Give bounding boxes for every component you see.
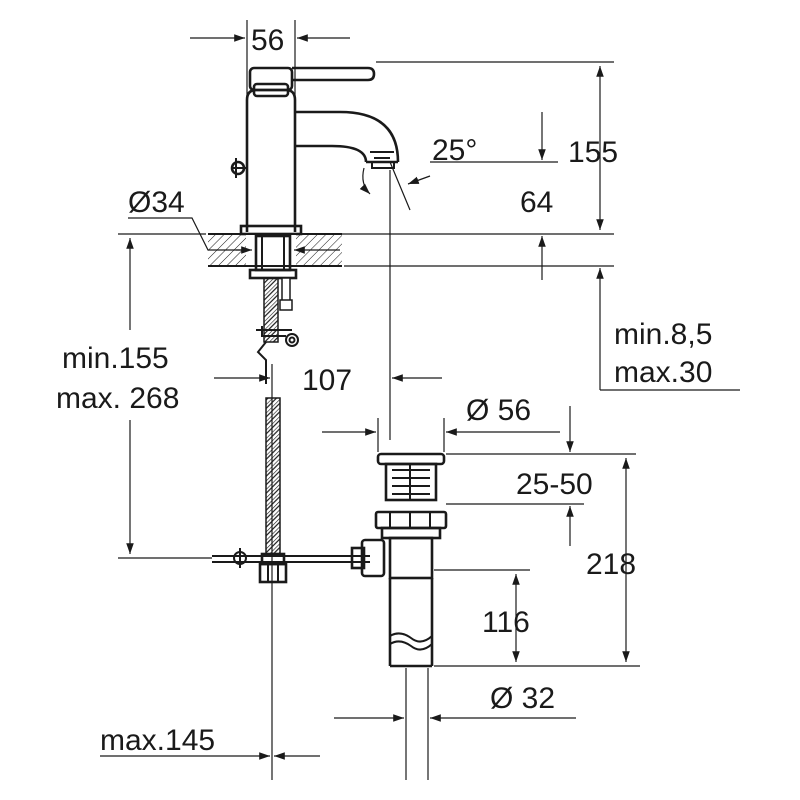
dimension-labels: 56 155 64 25° Ø34 min.155 max. 268 107 m…: [56, 24, 712, 757]
label-waste-diameter: Ø 56: [466, 394, 531, 427]
flex-hoses: [256, 277, 299, 584]
label-tail-diameter: Ø 32: [490, 682, 555, 715]
label-projection: 107: [302, 364, 352, 397]
dimension-lines: [100, 20, 740, 780]
label-spout-angle: 25°: [432, 134, 477, 167]
label-pipe-max: max. 268: [56, 382, 179, 415]
label-spout-height: 64: [520, 186, 553, 219]
linkage-rod: [212, 548, 370, 568]
waste-assembly: [350, 452, 448, 668]
label-hole-diameter: Ø34: [128, 186, 185, 219]
faucet-body: [230, 66, 400, 236]
label-deck-max: max.30: [614, 356, 712, 389]
label-waste-lower: 116: [482, 606, 530, 639]
deck-plate: [208, 233, 342, 280]
label-height-total: 155: [568, 136, 618, 169]
label-waste-range: 25-50: [516, 468, 593, 501]
label-rod-max: max.145: [100, 724, 215, 757]
label-body-width: 56: [251, 24, 284, 57]
label-deck-min: min.8,5: [614, 318, 712, 351]
label-pipe-min: min.155: [62, 342, 169, 375]
label-waste-height: 218: [586, 548, 636, 581]
